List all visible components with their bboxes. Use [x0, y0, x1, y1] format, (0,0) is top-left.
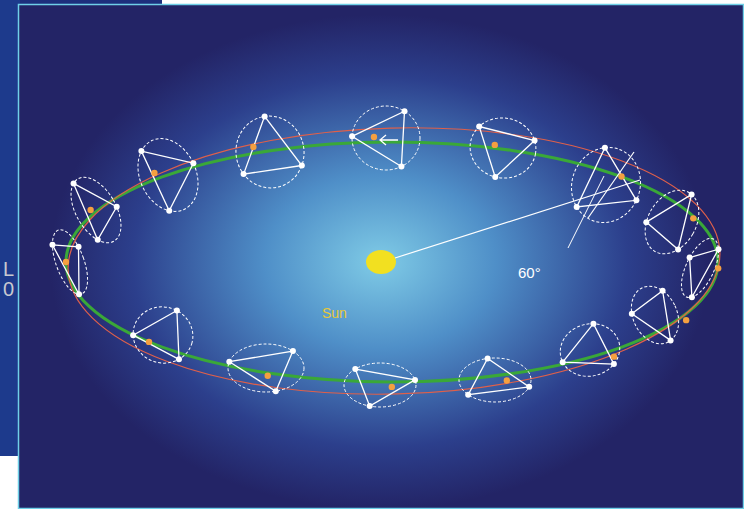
panel — [18, 4, 744, 509]
sun-line — [395, 180, 640, 258]
edge-fragment: L — [3, 258, 14, 280]
spacecraft-triangles — [45, 106, 726, 409]
orbit-green — [66, 142, 718, 382]
background-strip — [0, 0, 20, 456]
sun — [366, 250, 396, 274]
angle-label: 60° — [518, 265, 541, 282]
edge-fragment: 0 — [3, 278, 14, 300]
sun-label: Sun — [322, 306, 347, 321]
